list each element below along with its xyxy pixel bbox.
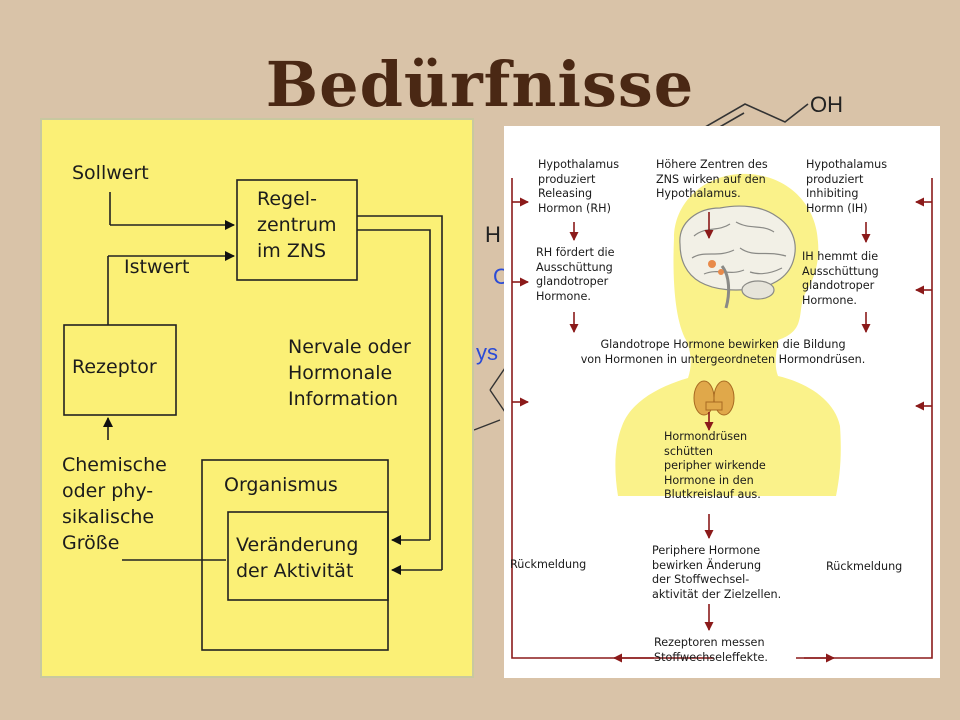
hypothalamus-inhibiting-text: Hypothalamus produziert Inhibiting Hormn… [806,158,888,215]
hypothalamus-releasing-text: Hypothalamus produziert Releasing Hormon… [538,158,620,215]
groesse-label: Chemische oder phy- sikalische Größe [62,454,167,554]
rueckmeldung-left-text: Rückmeldung [510,558,587,571]
hypothalamus-marker [708,260,716,268]
glandotrope-text: Glandotrope Hormone bewirken die Bildung… [580,338,866,366]
information-label: Nervale oder Hormonale Information [288,336,411,410]
hormone-regulation-diagram: Hypothalamus produziert Releasing Hormon… [504,126,940,678]
ih-hemmt-text: IH hemmt die Ausschüttung glandotroper H… [802,250,879,307]
feedback-loop-lines [63,179,443,651]
h-label: H [485,222,501,247]
regelzentrum-label: Regel- zentrum im ZNS [257,188,337,262]
hormone-diagram-graphics [511,173,933,663]
oh-label: OH [810,92,843,117]
periphere-hormone-text: Periphere Hormone bewirken Änderung der … [652,544,782,601]
ys-label: ys [476,340,498,365]
feedback-loop-diagram: Sollwert Istwert Regel- zentrum im ZNS R… [40,118,474,678]
hormondruesen-text: Hormondrüsen schütten peripher wirkende … [664,430,766,502]
istwert-label: Istwert [124,256,190,278]
rezeptor-label: Rezeptor [72,356,157,378]
veraenderung-label: Veränderung der Aktivität [236,534,359,582]
slide-title: Bedürfnisse [265,48,695,121]
sollwert-label: Sollwert [72,162,149,184]
rh-foerdert-text: RH fördert die Ausschüttung glandotroper… [536,246,615,303]
rezeptoren-text: Rezeptoren messen Stoffwechseleffekte. [654,636,768,664]
organismus-label: Organismus [224,474,338,496]
pituitary-marker [718,269,724,275]
rueckmeldung-right-text: Rückmeldung [826,560,903,573]
hoehere-zentren-text: Höhere Zentren des ZNS wirken auf den Hy… [656,158,768,201]
thyroid-icon [693,380,735,416]
